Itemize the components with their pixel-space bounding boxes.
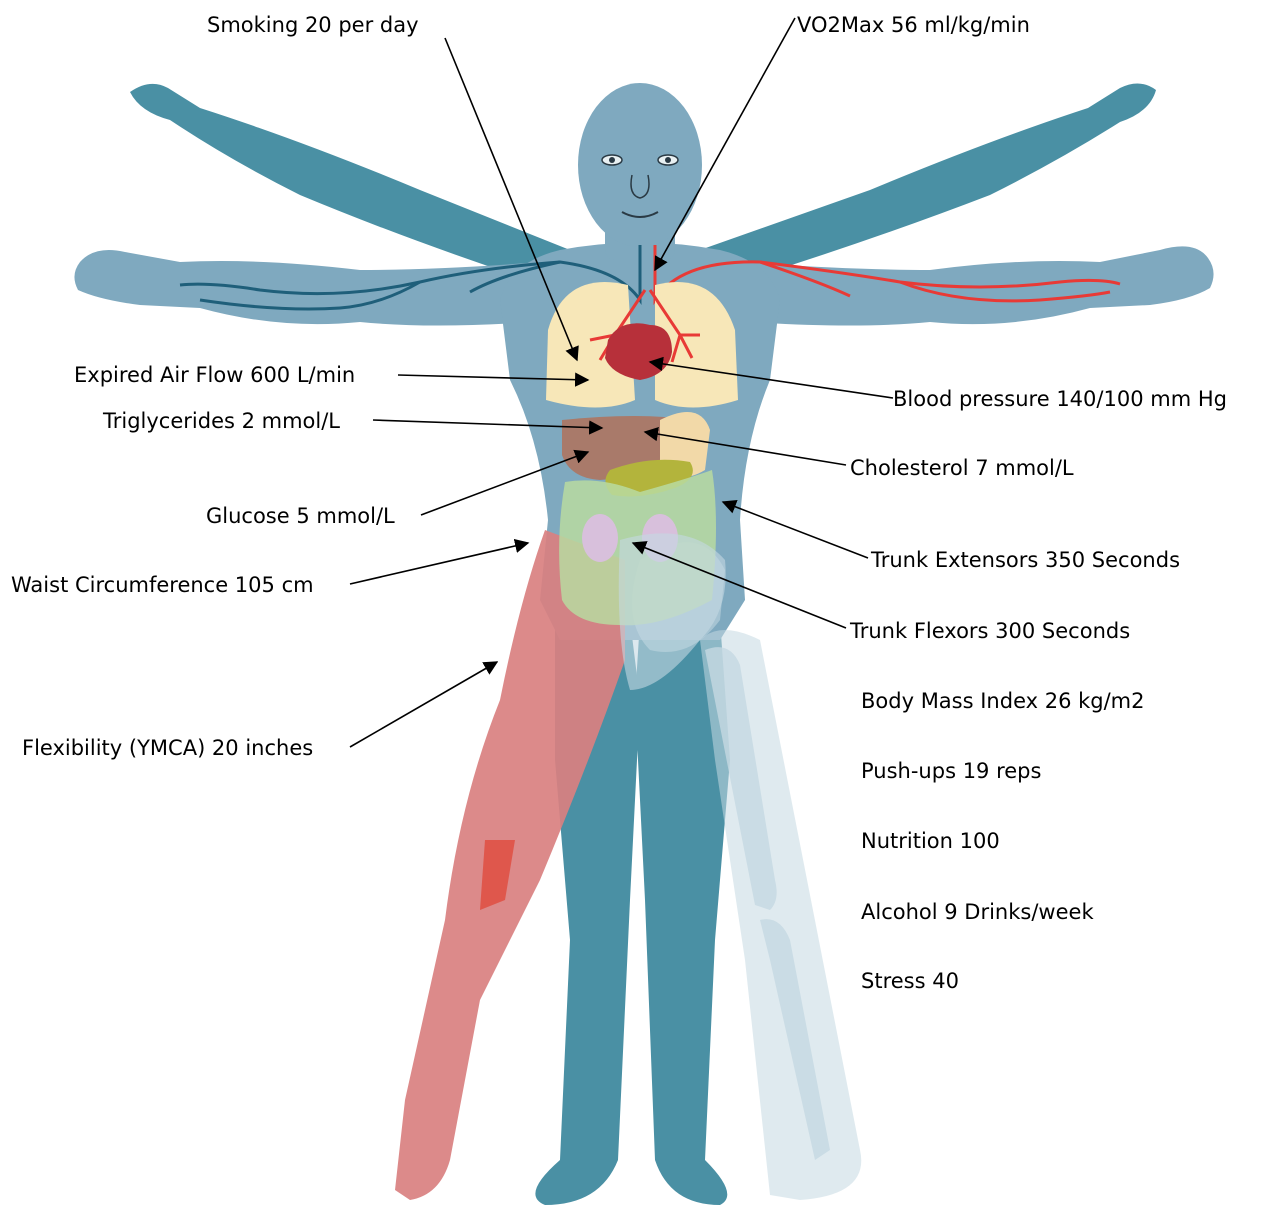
label-trunk-flexors: Trunk Flexors 300 Seconds — [849, 619, 1130, 643]
label-stress: Stress 40 — [861, 969, 959, 993]
label-expired-air-flow: Expired Air Flow 600 L/min — [74, 363, 355, 387]
label-push-ups: Push-ups 19 reps — [861, 759, 1041, 783]
label-body-mass-index: Body Mass Index 26 kg/m2 — [861, 689, 1145, 713]
label-cholesterol: Cholesterol 7 mmol/L — [850, 456, 1074, 480]
label-waist-circumference: Waist Circumference 105 cm — [11, 573, 314, 597]
label-triglycerides: Triglycerides 2 mmol/L — [102, 409, 340, 433]
flexibility-arrow — [350, 662, 497, 747]
label-nutrition: Nutrition 100 — [861, 829, 1000, 853]
label-glucose: Glucose 5 mmol/L — [206, 504, 395, 528]
label-vo2max: VO2Max 56 ml/kg/min — [797, 13, 1030, 37]
label-blood-pressure: Blood pressure 140/100 mm Hg — [893, 387, 1227, 411]
label-trunk-extensors: Trunk Extensors 350 Seconds — [870, 548, 1180, 572]
human-figure — [74, 83, 1213, 1205]
waist-arrow — [350, 543, 528, 584]
label-alcohol: Alcohol 9 Drinks/week — [861, 900, 1094, 924]
head — [578, 83, 702, 247]
label-flexibility: Flexibility (YMCA) 20 inches — [22, 736, 313, 760]
trunk-extensors-arrow — [723, 502, 868, 558]
label-smoking: Smoking 20 per day — [207, 13, 419, 37]
